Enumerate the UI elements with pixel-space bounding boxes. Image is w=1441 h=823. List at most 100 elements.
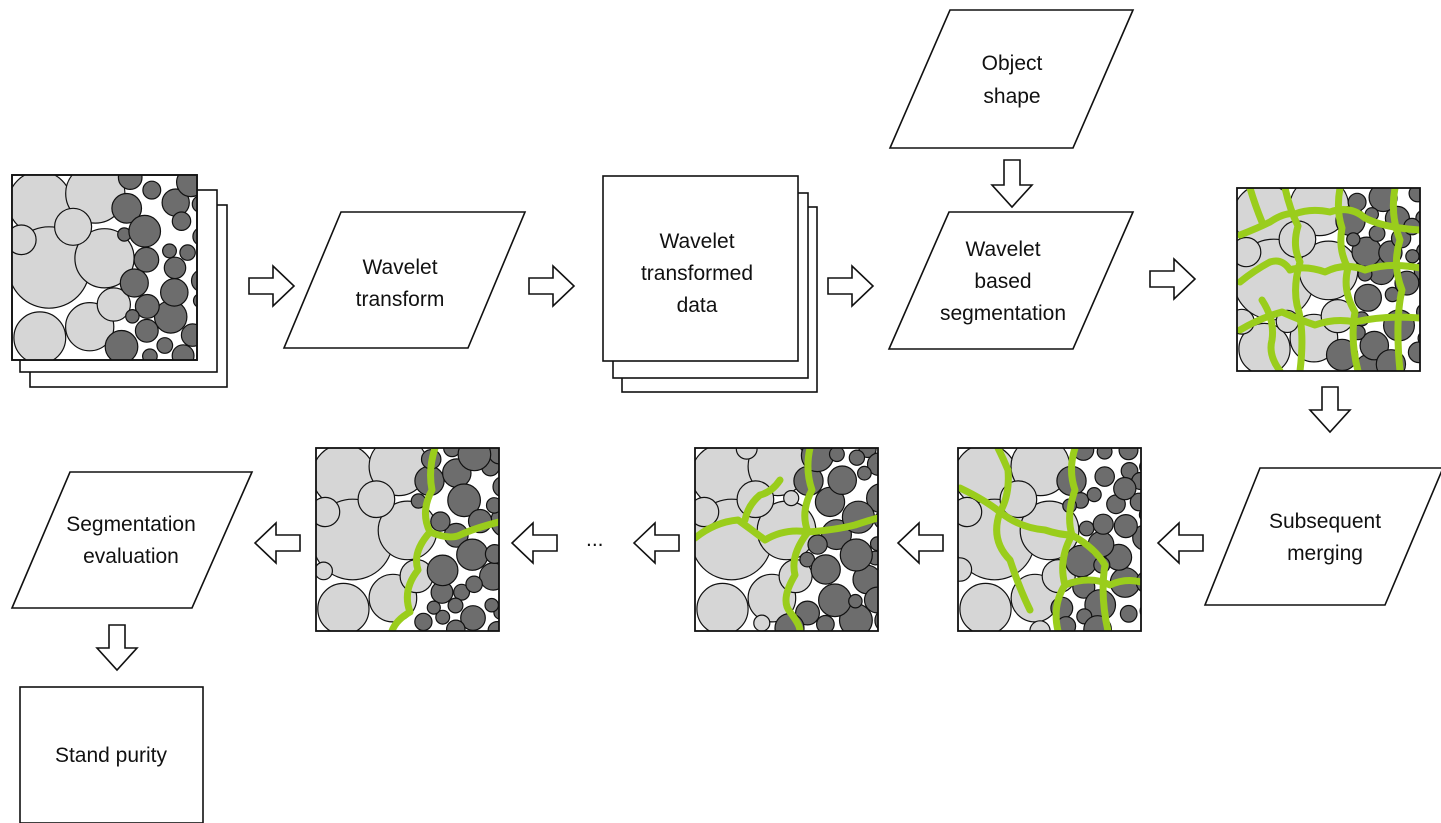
hollow-arrow-left-icon bbox=[896, 521, 944, 565]
object-shape-label-line1: Object bbox=[982, 52, 1043, 75]
particle bbox=[119, 268, 149, 298]
merging-step-image-2 bbox=[694, 447, 879, 632]
particle bbox=[1346, 232, 1361, 247]
particle bbox=[156, 337, 174, 354]
transformed-data-label-line2: transformed bbox=[641, 262, 753, 285]
particle bbox=[1113, 476, 1137, 501]
segmentation-evaluation-step: Segmentation evaluation bbox=[10, 471, 254, 609]
particle bbox=[1139, 606, 1141, 616]
particle bbox=[695, 496, 720, 528]
particle bbox=[1407, 341, 1420, 364]
particle bbox=[171, 344, 195, 360]
particle bbox=[190, 270, 197, 292]
transformed-data-label-line3: data bbox=[677, 294, 718, 317]
particle bbox=[1118, 448, 1139, 461]
particle bbox=[857, 465, 872, 481]
particle bbox=[484, 544, 499, 564]
hollow-arrow-left-icon bbox=[632, 521, 680, 565]
particle bbox=[485, 497, 499, 514]
particle bbox=[180, 323, 197, 347]
ellipsis-more-steps: ... bbox=[586, 528, 604, 551]
particle bbox=[465, 575, 483, 594]
particle bbox=[128, 214, 162, 248]
merging-step-image-1 bbox=[957, 447, 1158, 632]
segmentation-label-line2: based bbox=[974, 270, 1031, 293]
particle bbox=[179, 244, 196, 261]
transformed-data-label-line1: Wavelet bbox=[659, 230, 734, 253]
particle bbox=[176, 175, 197, 198]
particle bbox=[12, 224, 37, 256]
hollow-arrow-left-icon bbox=[510, 521, 558, 565]
particle-texture bbox=[12, 175, 197, 360]
particle bbox=[1119, 604, 1138, 623]
particle bbox=[1353, 283, 1382, 312]
particle bbox=[134, 293, 160, 319]
particle bbox=[111, 192, 143, 224]
particle bbox=[430, 511, 451, 532]
particle bbox=[818, 583, 852, 618]
evaluation-label-line1: Segmentation bbox=[66, 513, 196, 536]
particle bbox=[457, 448, 492, 472]
hollow-arrow-right-icon bbox=[248, 264, 296, 308]
particle bbox=[426, 600, 441, 615]
stand-purity-label: Stand purity bbox=[55, 744, 168, 767]
particle bbox=[807, 534, 828, 555]
particle bbox=[696, 582, 749, 631]
object-shape-input: Object shape bbox=[888, 9, 1135, 149]
hollow-arrow-right-icon bbox=[528, 264, 576, 308]
particle bbox=[357, 480, 396, 519]
particle bbox=[447, 483, 482, 518]
final-merged-image bbox=[315, 447, 500, 632]
particle bbox=[316, 561, 333, 581]
particle bbox=[1129, 492, 1141, 512]
particle bbox=[753, 614, 771, 631]
merging-label-line2: merging bbox=[1287, 542, 1363, 565]
particle bbox=[1096, 448, 1113, 460]
segmentation-label-line3: segmentation bbox=[940, 302, 1066, 325]
input-image-stack bbox=[11, 174, 228, 388]
particle bbox=[1113, 513, 1138, 539]
initial-segmentation-image bbox=[1236, 187, 1421, 372]
particle bbox=[848, 593, 863, 609]
particle bbox=[783, 490, 800, 507]
particle bbox=[810, 554, 841, 585]
evaluation-label-line2: evaluation bbox=[83, 545, 179, 568]
particle bbox=[1405, 249, 1420, 264]
particle bbox=[1142, 550, 1158, 566]
segmentation-label-line1: Wavelet bbox=[965, 238, 1040, 261]
particle bbox=[134, 318, 159, 343]
hollow-arrow-down-icon bbox=[990, 159, 1034, 209]
hollow-arrow-down-icon bbox=[1308, 386, 1352, 434]
hollow-arrow-left-icon bbox=[253, 521, 301, 565]
hollow-arrow-right-icon bbox=[827, 264, 875, 308]
particle bbox=[171, 211, 192, 231]
particle bbox=[317, 582, 370, 631]
particle bbox=[1086, 487, 1102, 503]
particle bbox=[96, 287, 132, 322]
particle bbox=[492, 476, 499, 497]
particle bbox=[414, 612, 433, 631]
particle bbox=[446, 619, 466, 631]
hollow-arrow-down-icon bbox=[95, 624, 139, 672]
particle bbox=[1092, 513, 1114, 535]
particle bbox=[794, 600, 820, 626]
stand-purity-result: Stand purity bbox=[19, 686, 204, 823]
particle bbox=[142, 180, 162, 200]
particle bbox=[426, 554, 459, 587]
particle bbox=[958, 496, 983, 528]
particle bbox=[828, 448, 845, 463]
wavelet-transform-label-line2: transform bbox=[356, 288, 445, 311]
particle bbox=[53, 207, 93, 246]
particle bbox=[162, 243, 178, 259]
particle bbox=[104, 329, 139, 360]
particle bbox=[117, 175, 143, 190]
hollow-arrow-right-icon bbox=[1149, 257, 1197, 301]
particle bbox=[435, 609, 451, 625]
particle bbox=[848, 449, 866, 466]
particle bbox=[453, 583, 471, 601]
particle bbox=[163, 256, 187, 280]
particle bbox=[959, 582, 1012, 631]
particle bbox=[1094, 466, 1115, 487]
particle bbox=[191, 195, 197, 213]
